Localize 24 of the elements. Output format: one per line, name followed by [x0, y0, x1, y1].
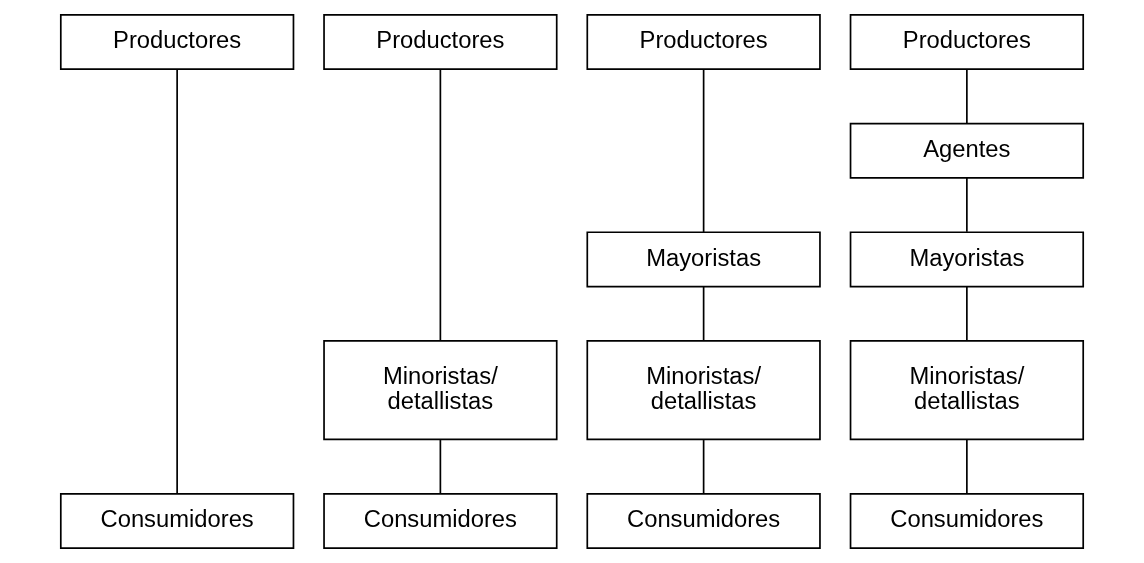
connector: [439, 439, 442, 495]
node-box: Minoristas/ detallistas: [323, 340, 558, 441]
connector: [966, 177, 968, 233]
connector: [702, 69, 705, 233]
node-box: Productores: [59, 14, 295, 71]
node-box: Consumidores: [586, 492, 821, 549]
connector: [439, 68, 442, 342]
node-box: Consumidores: [323, 492, 558, 549]
connector: [702, 439, 705, 495]
node-box: Productores: [323, 14, 558, 71]
node-box: Mayoristas: [586, 231, 821, 288]
node-box: Agentes: [849, 122, 1085, 179]
node-box: Productores: [849, 14, 1085, 71]
node-box: Consumidores: [849, 492, 1085, 549]
node-box: Minoristas/ detallistas: [849, 340, 1085, 441]
node-box: Productores: [586, 14, 821, 71]
connector: [966, 286, 968, 342]
connector: [702, 286, 705, 342]
node-box: Minoristas/ detallistas: [586, 340, 821, 441]
connector: [966, 68, 968, 124]
node-box: Consumidores: [59, 492, 295, 549]
connector: [966, 439, 968, 495]
connector: [176, 68, 178, 495]
node-box: Mayoristas: [849, 231, 1085, 288]
